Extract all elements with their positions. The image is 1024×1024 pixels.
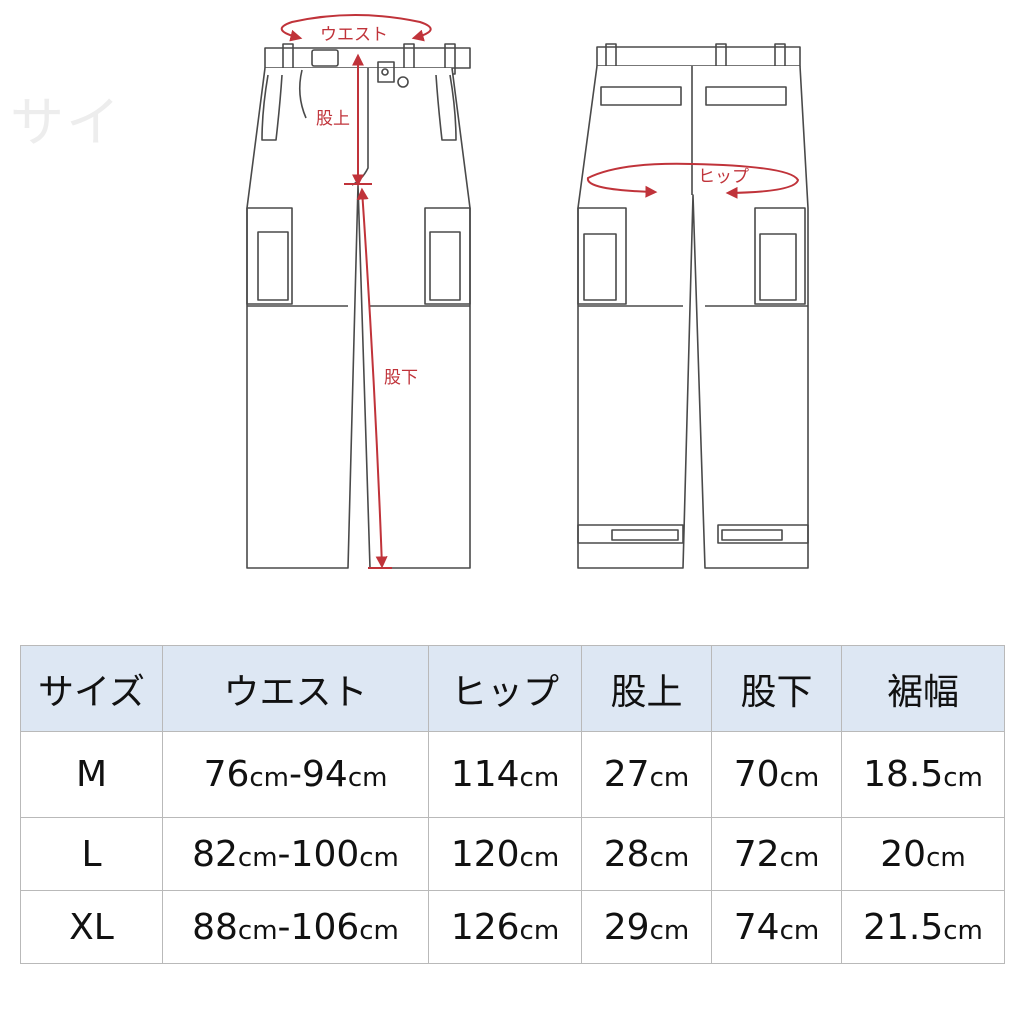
measurement-annotations (280, 14, 800, 569)
waist-cell: 88cm-106cm (162, 890, 429, 964)
inseam-cell: 70cm (711, 731, 842, 818)
table-row: L 82cm-100cm 120cm 28cm 72cm 20cm (20, 817, 1005, 891)
rise-label: 股上 (316, 109, 350, 129)
size-cell: M (20, 731, 163, 818)
hip-cell: 126cm (428, 890, 582, 964)
header-inseam: 股下 (711, 645, 842, 732)
header-hem-width: 裾幅 (841, 645, 1005, 732)
hem-cell: 18.5cm (841, 731, 1005, 818)
rise-cell: 27cm (581, 731, 712, 818)
size-cell: L (20, 817, 163, 891)
waist-cell: 76cm-94cm (162, 731, 429, 818)
inseam-cell: 74cm (711, 890, 842, 964)
table-row: M 76cm-94cm 114cm 27cm 70cm 18.5cm (20, 731, 1005, 818)
header-waist: ウエスト (162, 645, 429, 732)
inseam-label: 股下 (384, 368, 418, 388)
pants-back-view (577, 43, 809, 569)
rise-cell: 28cm (581, 817, 712, 891)
inseam-cell: 72cm (711, 817, 842, 891)
size-cell: XL (20, 890, 163, 964)
pants-measurement-diagram: ウエスト 股上 股下 ヒップ (246, 14, 809, 569)
size-chart-table: サイズ ウエスト ヒップ 股上 股下 裾幅 M 76cm-94cm 114cm … (20, 645, 1005, 964)
hem-cell: 20cm (841, 817, 1005, 891)
table-header-row: サイズ ウエスト ヒップ 股上 股下 裾幅 (20, 645, 1005, 732)
table-row: XL 88cm-106cm 126cm 29cm 74cm 21.5cm (20, 890, 1005, 964)
header-size: サイズ (20, 645, 163, 732)
waist-cell: 82cm-100cm (162, 817, 429, 891)
hip-cell: 120cm (428, 817, 582, 891)
header-rise: 股上 (581, 645, 712, 732)
rise-cell: 29cm (581, 890, 712, 964)
header-hip: ヒップ (428, 645, 582, 732)
waist-label: ウエスト (320, 25, 388, 45)
hip-cell: 114cm (428, 731, 582, 818)
hip-label: ヒップ (698, 167, 749, 187)
watermark-text: サイ (10, 91, 122, 154)
hem-cell: 21.5cm (841, 890, 1005, 964)
